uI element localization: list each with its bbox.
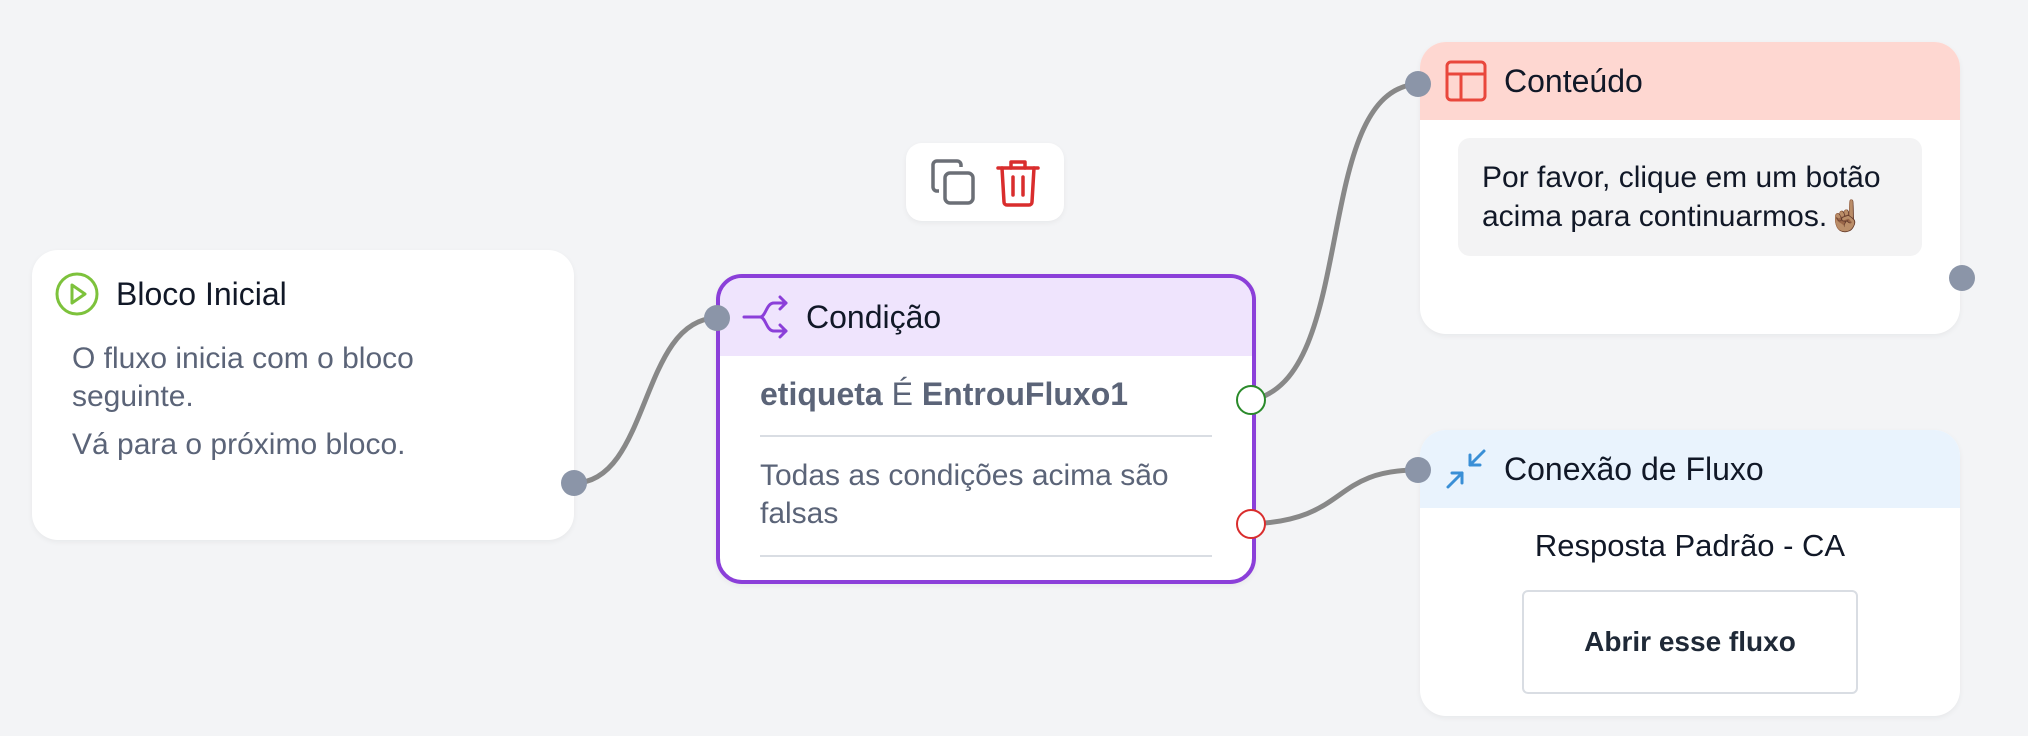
node-toolbar bbox=[906, 143, 1064, 221]
condition-false-output-handle[interactable] bbox=[1236, 509, 1266, 539]
duplicate-button[interactable] bbox=[928, 157, 978, 207]
start-node-title: Bloco Inicial bbox=[116, 275, 287, 312]
open-flow-button[interactable]: Abrir esse fluxo bbox=[1522, 590, 1858, 694]
start-node-body: O fluxo inicia com o bloco seguinte. Vá … bbox=[32, 330, 574, 464]
condition-node-header: Condição bbox=[720, 278, 1252, 356]
copy-icon bbox=[930, 159, 975, 205]
flow-name: Resposta Padrão - CA bbox=[1534, 528, 1846, 563]
trash-icon bbox=[995, 160, 1040, 207]
play-circle-icon bbox=[55, 272, 99, 316]
content-node-header: Conteúdo bbox=[1420, 42, 1960, 120]
edge-condition-false-to-flow[interactable] bbox=[1250, 467, 1419, 527]
content-node-input-handle[interactable] bbox=[1405, 71, 1431, 97]
content-node[interactable]: Conteúdo Por favor, clique em um botão a… bbox=[1420, 42, 1960, 334]
split-arrows-icon bbox=[742, 295, 788, 339]
start-node-header: Bloco Inicial bbox=[32, 250, 574, 330]
flow-node-input-handle[interactable] bbox=[1405, 457, 1431, 483]
condition-field: etiqueta bbox=[760, 376, 883, 412]
flow-node-header: Conexão de Fluxo bbox=[1420, 430, 1960, 508]
start-node-output-handle[interactable] bbox=[561, 470, 587, 496]
start-node-line-2: Vá para o próximo bloco. bbox=[72, 428, 406, 461]
flow-connection-node[interactable]: Conexão de Fluxo Resposta Padrão - CA Ab… bbox=[1420, 430, 1960, 716]
layout-icon bbox=[1445, 60, 1487, 102]
condition-node[interactable]: Condição etiqueta É EntrouFluxo1 Todas a… bbox=[716, 274, 1256, 584]
content-node-title: Conteúdo bbox=[1504, 62, 1643, 99]
condition-node-input-handle[interactable] bbox=[704, 305, 730, 331]
condition-node-title: Condição bbox=[806, 298, 942, 335]
start-node[interactable]: Bloco Inicial O fluxo inicia com o bloco… bbox=[32, 250, 574, 540]
condition-value: EntrouFluxo1 bbox=[921, 376, 1129, 412]
condition-else-row: Todas as condições acima são falsas bbox=[760, 437, 1212, 557]
start-node-line-1: O fluxo inicia com o bloco seguinte. bbox=[72, 342, 414, 413]
edge-condition-true-to-content[interactable] bbox=[1250, 81, 1419, 403]
edge-start-to-condition[interactable] bbox=[573, 315, 717, 486]
collapse-arrows-icon bbox=[1446, 449, 1486, 489]
content-node-output-handle[interactable] bbox=[1949, 265, 1975, 291]
content-message: Por favor, clique em um botão acima para… bbox=[1458, 138, 1922, 256]
condition-rule-row: etiqueta É EntrouFluxo1 bbox=[760, 356, 1212, 437]
delete-button[interactable] bbox=[993, 157, 1043, 207]
condition-operator: É bbox=[891, 376, 913, 412]
condition-true-output-handle[interactable] bbox=[1236, 385, 1266, 415]
flow-node-title: Conexão de Fluxo bbox=[1504, 450, 1764, 487]
